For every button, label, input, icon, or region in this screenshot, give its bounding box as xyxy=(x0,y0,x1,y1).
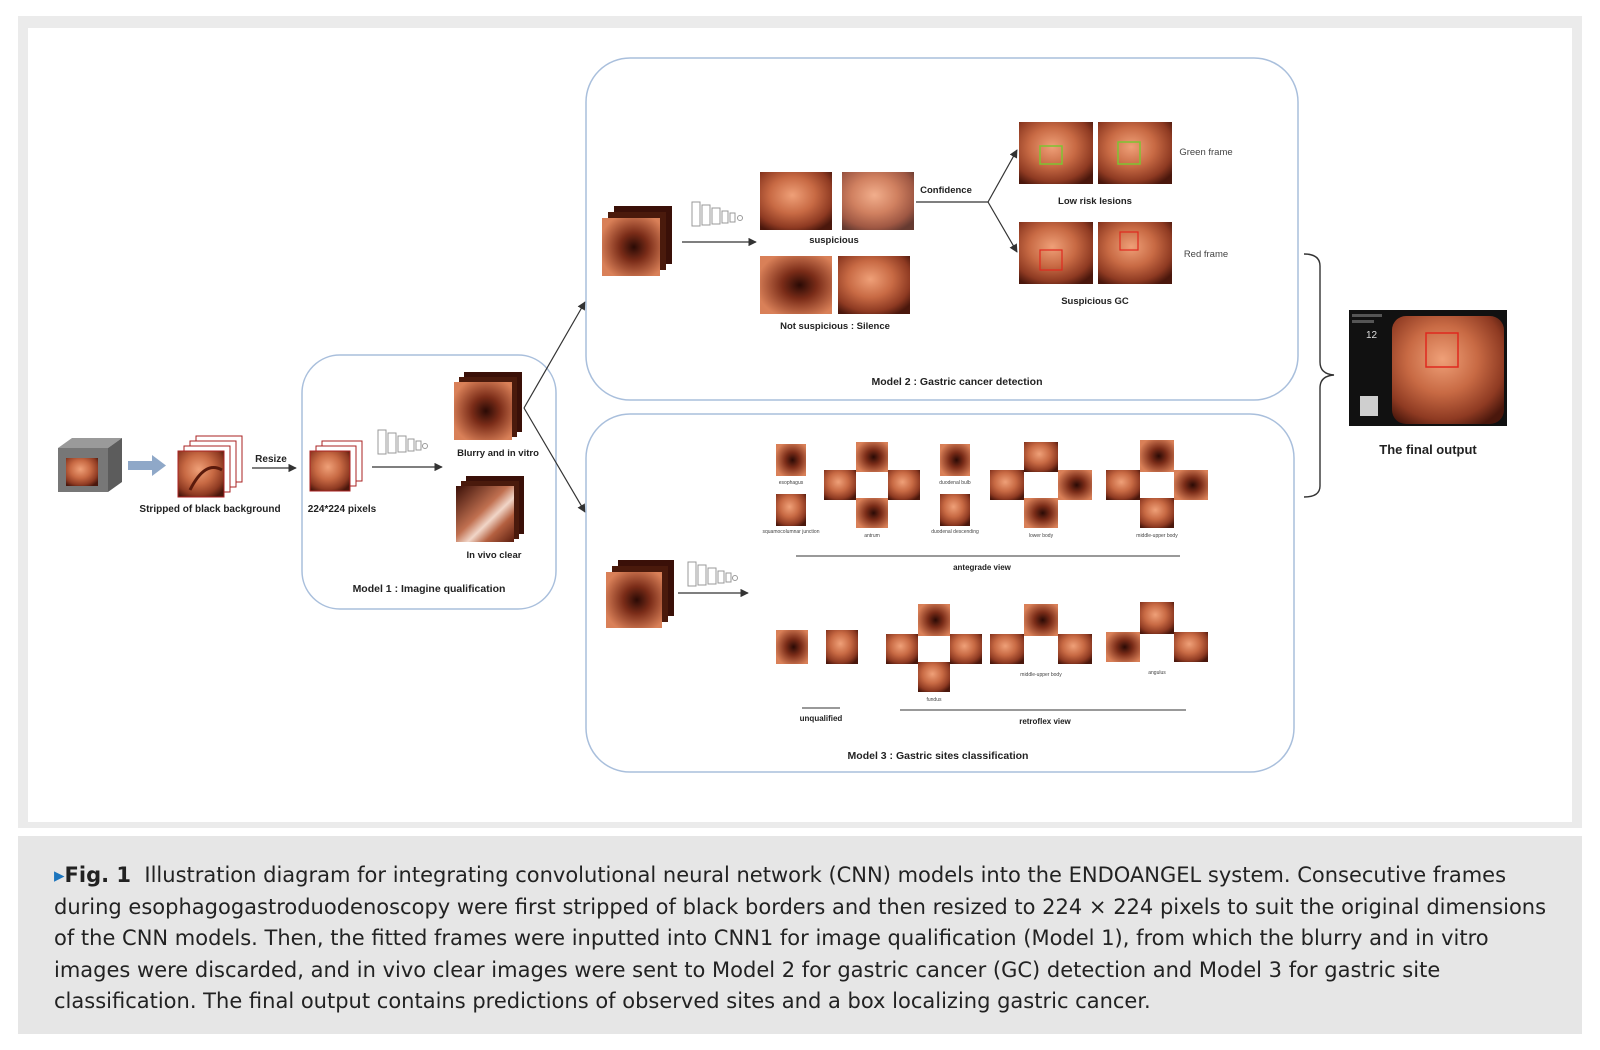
suspicious-gc-label: Suspicious GC xyxy=(1061,296,1129,307)
pixels-label: 224*224 pixels xyxy=(308,504,377,515)
low-risk-image xyxy=(1019,122,1093,184)
site-thumb xyxy=(826,630,858,664)
caption-box xyxy=(18,836,1582,1034)
model3-input-stack xyxy=(606,560,674,628)
suspicious-gc-image xyxy=(1019,222,1093,284)
low-risk-image xyxy=(1098,122,1172,184)
final-output-screen: 12 xyxy=(1349,310,1507,426)
green-box-marker xyxy=(1117,141,1141,165)
cnn-icon xyxy=(377,429,428,455)
not-suspicious-label: Not suspicious : Silence xyxy=(780,321,890,332)
model2-title: Model 2 : Gastric cancer detection xyxy=(872,376,1043,388)
retro-middle-upper-cross xyxy=(990,604,1092,664)
clear-label: In vivo clear xyxy=(467,550,522,561)
not-suspicious-image xyxy=(838,256,910,314)
green-frame-label: Green frame xyxy=(1179,147,1232,158)
figure-caption: ▸Fig. 1 Illustration diagram for integra… xyxy=(54,860,1554,1018)
final-screen-number: 12 xyxy=(1366,330,1378,341)
retroflex-label: retroflex view xyxy=(1019,717,1071,726)
site-thumb xyxy=(776,494,806,526)
caption-text: Illustration diagram for integrating con… xyxy=(54,863,1547,1013)
fundus-cross xyxy=(886,604,982,692)
cnn-icon xyxy=(687,561,738,587)
angulus-cross xyxy=(1106,602,1208,662)
suspicious-image xyxy=(842,172,914,230)
lower-body-cross xyxy=(990,442,1092,528)
caption-marker-icon: ▸ xyxy=(54,863,65,887)
suspicious-label: suspicious xyxy=(809,235,859,246)
retro-middle-upper-label: middle-upper body xyxy=(1020,672,1062,678)
angulus-label: angulus xyxy=(1148,670,1166,676)
antrum-label: antrum xyxy=(864,533,880,539)
stripped-frames-stack xyxy=(177,435,243,498)
resized-frames-stack xyxy=(309,440,363,492)
model1-panel xyxy=(301,354,557,610)
unqualified-label: unqualified xyxy=(800,714,843,723)
blurry-image-stack xyxy=(454,372,522,440)
fundus-label: fundus xyxy=(926,697,942,703)
site-thumb xyxy=(940,444,970,476)
confidence-label: Confidence xyxy=(920,185,972,196)
red-box-marker xyxy=(1119,231,1139,251)
merge-brace xyxy=(1303,253,1335,498)
site-thumb xyxy=(776,444,806,476)
antrum-cross xyxy=(824,442,920,528)
stripped-label: Stripped of black background xyxy=(139,504,280,515)
clear-image-stack xyxy=(456,476,524,542)
model2-panel xyxy=(585,57,1299,401)
site-thumb xyxy=(776,630,808,664)
duodenal-desc-label: duodenal descending xyxy=(931,529,979,535)
middle-upper-body-cross xyxy=(1106,440,1208,528)
caption-fig-number: Fig. 1 xyxy=(64,863,132,887)
to-model2-arrow xyxy=(523,301,586,409)
red-box-marker xyxy=(1039,249,1063,271)
middle-upper-body-label: middle-upper body xyxy=(1136,533,1178,539)
endoscope-box-icon xyxy=(58,438,122,492)
final-output-label: The final output xyxy=(1379,442,1477,457)
confidence-down-arrow xyxy=(987,201,1018,253)
model2-input-stack xyxy=(602,206,672,276)
not-suspicious-image xyxy=(760,256,832,314)
process-arrow-icon xyxy=(128,455,166,476)
confidence-up-arrow xyxy=(987,149,1018,203)
figure-canvas xyxy=(28,28,1572,822)
to-model3-arrow xyxy=(523,407,586,513)
antegrade-label: antegrade view xyxy=(953,563,1012,572)
pipeline-diagram: Stripped of black background Resize 224*… xyxy=(58,57,1507,773)
red-frame-label: Red frame xyxy=(1184,249,1228,260)
cnn-icon xyxy=(691,201,743,227)
resize-label: Resize xyxy=(255,454,287,465)
lower-body-label: lower body xyxy=(1029,533,1054,539)
site-thumb xyxy=(940,494,970,526)
green-box-marker xyxy=(1039,145,1063,165)
esophagus-label: esophagus xyxy=(779,480,804,486)
model1-title: Model 1 : Imagine qualification xyxy=(353,583,506,595)
sq-junction-label: squamocolumnar junction xyxy=(763,529,820,535)
suspicious-gc-image xyxy=(1098,222,1172,284)
duodenal-bulb-label: duodenal bulb xyxy=(939,480,971,486)
blurry-label: Blurry and in vitro xyxy=(457,448,539,459)
model3-title: Model 3 : Gastric sites classification xyxy=(848,750,1029,762)
model3-panel xyxy=(585,413,1295,773)
suspicious-image xyxy=(760,172,832,230)
low-risk-label: Low risk lesions xyxy=(1058,196,1132,207)
red-box-marker xyxy=(1425,332,1459,368)
